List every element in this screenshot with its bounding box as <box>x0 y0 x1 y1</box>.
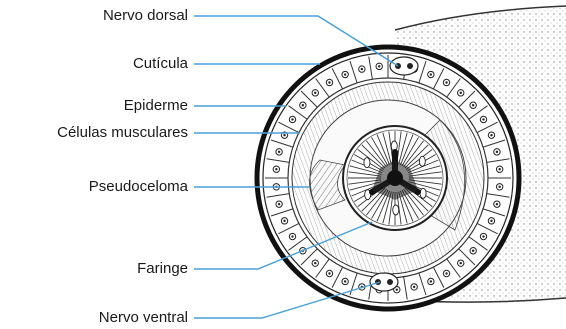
dorsal-nerve-cord <box>390 57 418 75</box>
pharynx <box>343 126 447 230</box>
label-celulas-musculares: Células musculares <box>57 124 188 142</box>
label-nervo-ventral: Nervo ventral <box>99 309 188 327</box>
label-nervo-dorsal: Nervo dorsal <box>103 7 188 25</box>
label-epiderme: Epiderme <box>124 97 188 115</box>
label-cuticula: Cutícula <box>133 55 188 73</box>
label-pseudoceloma: Pseudoceloma <box>89 178 188 196</box>
label-faringe: Faringe <box>137 260 188 278</box>
ventral-nerve-cord <box>370 273 398 291</box>
